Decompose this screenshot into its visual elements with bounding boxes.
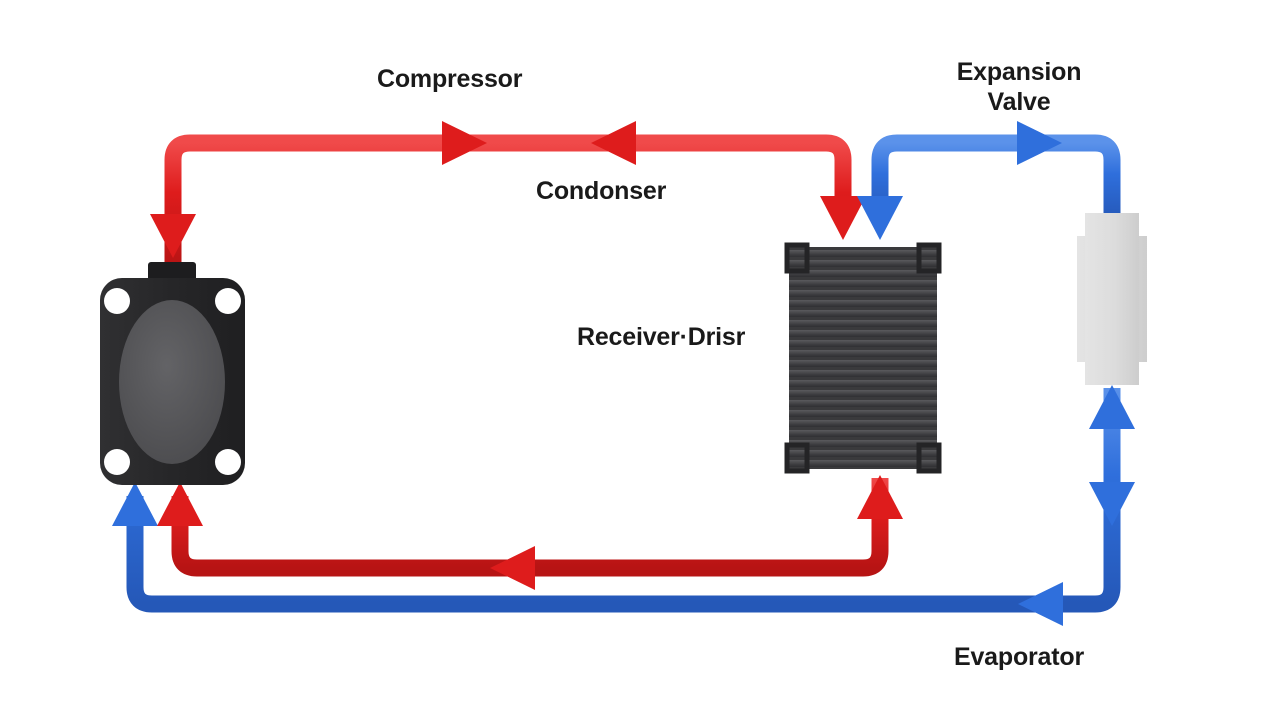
arrowhead-up-compressor-return [157,482,203,526]
pipe-evaporator-to-compressor-suction [157,475,903,590]
compressor-mount-hole-bottom-right [215,449,241,475]
arrowhead-up-compressor-suction-cold [112,482,158,526]
condenser-fins [789,250,937,467]
arrowhead-up-condenser-bottom-inlet [857,475,903,519]
label-evaporator: Evaporator [954,643,1084,671]
arrowhead-up-receiver-outlet [1089,385,1135,429]
component-condenser[interactable] [784,242,942,474]
condenser-bracket-bottom-right [916,442,942,474]
arrowhead-left-bottom-hot-line [490,546,535,590]
arrowhead-right-top-line [442,121,487,165]
label-compressor: Compressor [377,65,523,93]
label-condenser: Condonser [536,177,667,205]
arrowhead-down-condenser-inlet [820,196,866,240]
compressor-mount-hole-top-right [215,288,241,314]
compressor-cylinder-face [119,300,225,464]
pipe-condenser-to-expansion-valve [857,121,1121,240]
label-receiver-drier: Receiver·Drisr [577,323,746,351]
arrowhead-left-top-line [591,121,636,165]
arrowhead-down-condenser-cold-inlet [857,196,903,240]
arrowhead-left-bottom-cold-line [1018,582,1063,626]
condenser-corner-brackets [784,242,942,474]
receiver-drier-body [1085,213,1139,385]
pipe-receiver-to-evaporator [112,385,1135,626]
arrowhead-down-compressor-inlet [150,214,196,258]
compressor-mount-hole-bottom-left [104,449,130,475]
arrowhead-down-evaporator-line [1089,482,1135,526]
condenser-bracket-bottom-left [784,442,810,474]
pipe-compressor-discharge-to-condenser [150,121,866,268]
arrowhead-right-expansion-valve [1017,121,1062,165]
condenser-bracket-top-left [784,242,810,274]
component-receiver-drier[interactable] [1077,213,1147,385]
compressor-mount-hole-top-left [104,288,130,314]
component-compressor[interactable] [100,262,245,485]
label-expansion-valve: Expansion Valve [956,58,1082,116]
condenser-bracket-top-right [916,242,942,274]
